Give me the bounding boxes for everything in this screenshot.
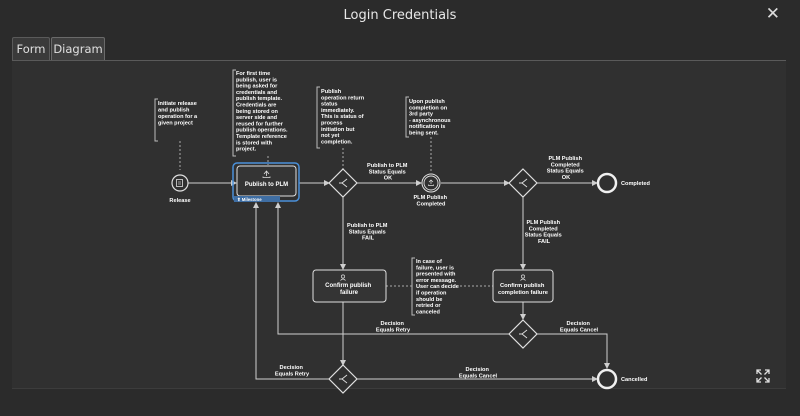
title-bar: Login Credentials ✕ — [0, 0, 800, 32]
canvas-bottom-border — [12, 388, 786, 389]
gateway-completion-decision[interactable] — [508, 319, 538, 349]
split-icon — [519, 178, 528, 188]
milestone-badge-label: ⬆ Milestone — [237, 197, 262, 202]
start-event-release[interactable]: Release — [169, 174, 191, 204]
split-icon — [339, 374, 348, 384]
annotation-failure: In case of failure, user is presented wi… — [386, 257, 493, 316]
event-label: Cancelled — [621, 377, 648, 383]
end-event-completed[interactable]: Completed — [596, 172, 650, 194]
sequence-flows — [188, 180, 610, 382]
annotation-text: In case of failure, user is presented wi… — [416, 259, 460, 315]
gateway-publish-status[interactable] — [328, 168, 358, 198]
task-publish-to-plm[interactable]: Publish to PLM ⬆ Milestone — [232, 162, 300, 202]
flow-label-ok: Publish to PLM Status Equals OK — [367, 163, 409, 182]
annotation-text: Upon publish completion on 3rd party - a… — [409, 99, 452, 137]
annotation-text: For first time publish, user is being as… — [236, 71, 289, 153]
close-icon[interactable]: ✕ — [765, 4, 780, 24]
flow-label-completed-fail: PLM Publish Completed Status Equals FAIL — [525, 220, 564, 245]
tab-divider — [12, 60, 786, 61]
task-confirm-publish-failure[interactable]: Confirm publish failure — [312, 269, 387, 303]
tab-form[interactable]: Form — [12, 37, 50, 60]
flow-label-completed-ok: PLM Publish Completed Status Equals OK — [547, 156, 586, 181]
user-icon — [341, 274, 345, 279]
flow-label-cancel-upper: Decision Equals Cancel — [560, 321, 599, 333]
annotation-upon-publish: Upon publish completion on 3rd party - a… — [405, 96, 452, 172]
upload-icon — [262, 170, 271, 178]
task-confirm-publish-completion-failure[interactable]: Confirm publish completion failure — [492, 269, 554, 303]
intermediate-event-plm-publish-completed[interactable]: PLM Publish Completed — [413, 173, 448, 207]
annotation-initiate-release: Initiate release and publish operation f… — [154, 98, 199, 170]
expand-icon[interactable] — [756, 369, 770, 383]
flow-label-cancel-lower: Decision Equals Cancel — [459, 367, 498, 379]
flow-retry-upper[interactable] — [275, 202, 509, 335]
user-icon — [521, 274, 525, 279]
event-label: Completed — [621, 181, 650, 187]
gateway-completion-status[interactable] — [508, 168, 538, 198]
upload-icon — [428, 179, 434, 186]
task-label: Publish to PLM — [245, 182, 288, 188]
task-label: Confirm publish failure — [325, 283, 373, 296]
tab-diagram[interactable]: Diagram — [51, 37, 105, 60]
event-label: Release — [169, 198, 190, 204]
milestone-badge — [234, 196, 280, 202]
annotation-first-time-publish: For first time publish, user is being as… — [232, 69, 289, 165]
flow-label-fail: Publish to PLM Status Equals FAIL — [347, 223, 389, 242]
split-icon — [519, 329, 528, 339]
annotation-text: Publish operation return status immediat… — [321, 89, 366, 145]
flow-retry-lower[interactable] — [253, 202, 329, 380]
annotation-text: Initiate release and publish operation f… — [158, 101, 199, 127]
document-icon — [176, 179, 183, 187]
end-event-cancelled[interactable]: Cancelled — [596, 368, 648, 390]
flow-label-retry-upper: Decision Equals Retry — [376, 321, 411, 333]
annotation-publish-status: Publish operation return status immediat… — [316, 86, 366, 170]
task-label: Confirm publish completion failure — [498, 283, 549, 296]
gateway-failure-decision[interactable] — [328, 364, 358, 394]
window-title: Login Credentials — [343, 8, 457, 23]
flow-label-retry-lower: Decision Equals Retry — [275, 365, 310, 377]
flow-cancel-upper[interactable] — [537, 333, 610, 369]
event-label: PLM Publish Completed — [413, 195, 448, 207]
split-icon — [339, 178, 348, 188]
